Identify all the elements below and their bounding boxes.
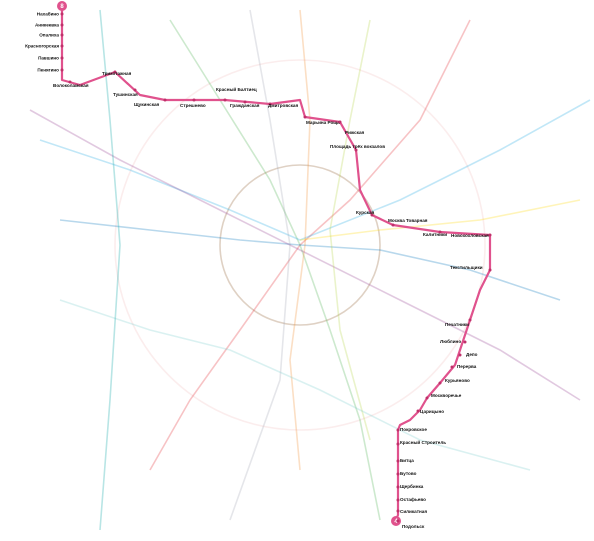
station-bittsa[interactable]: Битца: [396, 458, 415, 463]
station-rizhskaya[interactable]: Рижская: [338, 120, 365, 136]
station-grazhdanskaya[interactable]: Гражданская: [230, 100, 260, 109]
station-maryina-roshcha[interactable]: Марьина Роща: [303, 115, 341, 126]
svg-text:Новохохловская: Новохохловская: [451, 233, 489, 238]
svg-text:Аникеевка: Аникеевка: [35, 23, 59, 28]
grey-line: [229, 9, 291, 521]
station-krasny-stroitel[interactable]: Красный Строитель: [396, 439, 447, 446]
turquoise-line: [99, 9, 121, 531]
station-pererva[interactable]: Перерва: [450, 364, 477, 369]
teal-line: [59, 299, 531, 471]
svg-text:Красногорская: Красногорская: [25, 44, 59, 49]
svg-text:Царицыно: Царицыно: [420, 409, 444, 414]
station-penyagino[interactable]: Пенягино: [37, 68, 64, 73]
svg-text:Остафьево: Остафьево: [400, 496, 426, 502]
svg-text:Печатники: Печатники: [445, 322, 469, 327]
green-line: [169, 19, 381, 521]
svg-text:Люблино: Люблино: [440, 338, 461, 344]
station-opalikha[interactable]: Опалиха: [39, 33, 64, 38]
svg-text:Курьяново: Курьяново: [445, 378, 470, 383]
svg-text:Щукинская: Щукинская: [134, 102, 160, 107]
station-kalitniki[interactable]: Калитники: [423, 230, 447, 238]
station-tekstilshchiki[interactable]: Текстильщики: [450, 265, 492, 272]
station-depo[interactable]: Депо: [458, 352, 478, 357]
svg-text:Курская: Курская: [356, 210, 375, 215]
station-ostafyevo[interactable]: Остафьево: [396, 496, 427, 502]
station-krasny-baltiets[interactable]: Красный Балтиец: [216, 86, 257, 102]
station-ploshchad-tryokh-vokzalov[interactable]: Площадь трёх вокзалов: [330, 144, 385, 152]
station-moskva-tovarnaya[interactable]: Москва Товарная: [388, 218, 428, 227]
station-trikotazhnaya[interactable]: Трикотажная: [102, 70, 132, 77]
station-pavshino[interactable]: Павшино: [38, 56, 64, 61]
station-krasnogorskaya[interactable]: Красногорская: [25, 44, 64, 49]
svg-text:Марьина Роща: Марьина Роща: [306, 120, 340, 125]
light-blue-line: [39, 99, 591, 241]
station-lyublino[interactable]: Люблино: [440, 338, 467, 344]
svg-text:Красный Строитель: Красный Строитель: [400, 439, 446, 445]
station-volokolamskaya[interactable]: Волоколамская: [53, 80, 89, 89]
svg-text:Рижская: Рижская: [345, 130, 364, 135]
station-shchukinskaya[interactable]: Щукинская: [134, 98, 167, 108]
svg-text:Бутово: Бутово: [400, 471, 417, 476]
svg-text:Павшино: Павшино: [38, 56, 59, 61]
svg-text:Тушинская: Тушинская: [113, 92, 138, 97]
svg-text:Стрешнево: Стрешнево: [180, 103, 206, 108]
orange-line: [289, 9, 311, 471]
station-tsaritsyno[interactable]: Царицыно: [416, 409, 445, 414]
purple-line: [29, 109, 581, 401]
station-moskvorechye[interactable]: Москворечье: [425, 393, 462, 400]
red-line: [149, 19, 471, 471]
svg-text:Битца: Битца: [400, 458, 414, 463]
mcc-ring-line: [114, 59, 486, 431]
background-network: [29, 9, 591, 531]
svg-text:Красный Балтиец: Красный Балтиец: [216, 86, 257, 92]
svg-text:8: 8: [60, 4, 64, 10]
svg-text:Дмитровская: Дмитровская: [268, 103, 298, 108]
terminus-badge-top: 8: [57, 1, 67, 11]
svg-text:Волоколамская: Волоколамская: [53, 83, 89, 88]
brown-ring-line: [219, 164, 381, 326]
svg-text:Силикатная: Силикатная: [400, 509, 427, 514]
svg-text:Калитники: Калитники: [423, 232, 447, 237]
svg-text:Пенягино: Пенягино: [37, 68, 59, 73]
station-kurskaya[interactable]: Курская: [356, 210, 375, 217]
station-podolsk[interactable]: Подольск: [396, 519, 425, 530]
station-dmitrovskaya[interactable]: Дмитровская: [268, 102, 298, 109]
light-green-line: [329, 19, 371, 441]
terminus-badge-bottom: 4: [391, 516, 401, 526]
svg-text:Щербинка: Щербинка: [400, 483, 424, 489]
station-butovo[interactable]: Бутово: [396, 471, 417, 476]
station-nakhabino[interactable]: Нахабино: [37, 11, 64, 17]
svg-text:Текстильщики: Текстильщики: [450, 265, 483, 270]
station-kuryanovo[interactable]: Курьяново: [438, 378, 470, 385]
svg-text:Опалиха: Опалиха: [39, 33, 59, 38]
svg-text:Площадь трёх вокзалов: Площадь трёх вокзалов: [330, 144, 385, 149]
svg-text:Депо: Депо: [466, 352, 478, 357]
svg-text:Покровское: Покровское: [400, 427, 427, 432]
station-pechatniki[interactable]: Печатники: [445, 318, 472, 328]
station-pokrovskoye[interactable]: Покровское: [396, 427, 428, 432]
yellow-line: [299, 199, 581, 241]
stations: Нахабино Аникеевка Опалиха Красногорская…: [25, 11, 492, 530]
svg-text:Подольск: Подольск: [402, 524, 425, 529]
svg-text:Перерва: Перерва: [457, 364, 477, 369]
station-novokhokhlovskaya[interactable]: Новохохловская: [451, 233, 492, 238]
svg-text:Москва Товарная: Москва Товарная: [388, 218, 428, 223]
svg-text:Гражданская: Гражданская: [230, 103, 260, 108]
svg-text:4: 4: [394, 519, 398, 525]
svg-text:Москворечье: Москворечье: [431, 393, 462, 398]
svg-text:Нахабино: Нахабино: [37, 11, 59, 17]
station-silikatnaya[interactable]: Силикатная: [396, 509, 428, 514]
station-shcherbinka[interactable]: Щербинка: [396, 483, 424, 489]
station-tushinskaya[interactable]: Тушинская: [113, 88, 138, 98]
station-streshnevo[interactable]: Стрешнево: [180, 98, 206, 109]
svg-text:Трикотажная: Трикотажная: [102, 71, 132, 76]
blue-line: [59, 219, 561, 301]
station-anikeevka[interactable]: Аникеевка: [35, 23, 64, 28]
